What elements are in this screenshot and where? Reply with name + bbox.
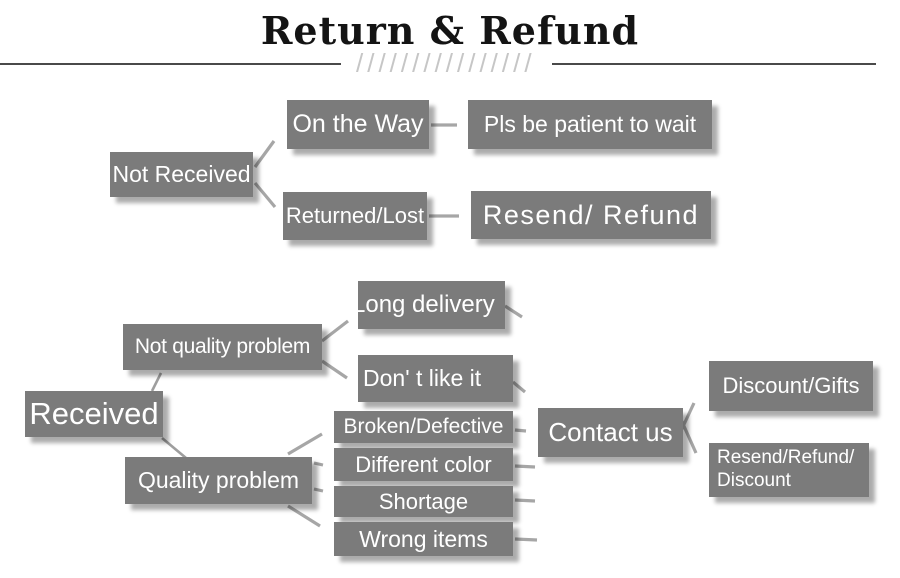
arrow-not-quality-problem-to-dont-like-it bbox=[321, 359, 348, 380]
node-received: Received bbox=[25, 391, 163, 437]
line-received-to-not-quality-problem bbox=[150, 372, 163, 392]
node-different-color: Different color bbox=[334, 448, 513, 481]
arrow-quality-problem-to-shortage bbox=[313, 487, 324, 493]
title-rule-left bbox=[0, 63, 341, 65]
node-resend-refund-discount-line1: Resend/Refund/ bbox=[717, 447, 855, 469]
arrow-quality-problem-to-different-color bbox=[313, 461, 324, 467]
node-shortage: Shortage bbox=[334, 486, 513, 517]
arrow-shortage-out bbox=[514, 498, 536, 503]
title-rule-right bbox=[552, 63, 876, 65]
node-quality-problem: Quality problem bbox=[125, 457, 312, 504]
hatch-decoration: //////////////// bbox=[356, 48, 536, 78]
page-title: Return & Refund bbox=[260, 8, 640, 53]
node-resend-refund: Resend/ Refund bbox=[471, 191, 711, 239]
node-long-delivery: Long delivery bbox=[358, 281, 505, 329]
node-contact-us: Contact us bbox=[538, 408, 683, 457]
arrow-not-received-to-on-the-way bbox=[253, 140, 276, 168]
node-pls-be-patient-to-wait: Pls be patient to wait bbox=[468, 100, 712, 149]
node-not-received: Not Received bbox=[110, 152, 253, 197]
arrow-broken-defective-to-contact-us bbox=[514, 428, 527, 433]
arrow-different-color-out bbox=[514, 464, 536, 469]
node-returned-lost: Returned/Lost bbox=[283, 192, 427, 240]
arrow-quality-problem-to-broken-defective bbox=[287, 432, 323, 456]
node-wrong-items: Wrong items bbox=[334, 522, 513, 556]
node-resend-refund-discount: Resend/Refund/ Discount bbox=[709, 443, 869, 497]
line-received-to-quality-problem bbox=[161, 437, 187, 459]
arrow-wrong-items-out bbox=[514, 537, 538, 542]
arrow-dont-like-it-out bbox=[511, 380, 527, 394]
node-on-the-way: On the Way bbox=[287, 100, 429, 149]
arrow-long-delivery-out bbox=[504, 304, 523, 319]
node-broken-defective: Broken/Defective bbox=[334, 411, 513, 443]
arrow-not-received-to-returned-lost bbox=[253, 181, 277, 209]
node-resend-refund-discount-line2: Discount bbox=[717, 470, 791, 491]
node-discount-gifts: Discount/Gifts bbox=[709, 361, 873, 411]
node-dont-like-it: Don' t like it bbox=[358, 355, 513, 402]
node-not-quality-problem: Not quality problem bbox=[123, 324, 322, 370]
arrow-not-quality-problem-to-long-delivery bbox=[321, 319, 349, 343]
arrow-quality-problem-to-wrong-items bbox=[287, 504, 321, 528]
